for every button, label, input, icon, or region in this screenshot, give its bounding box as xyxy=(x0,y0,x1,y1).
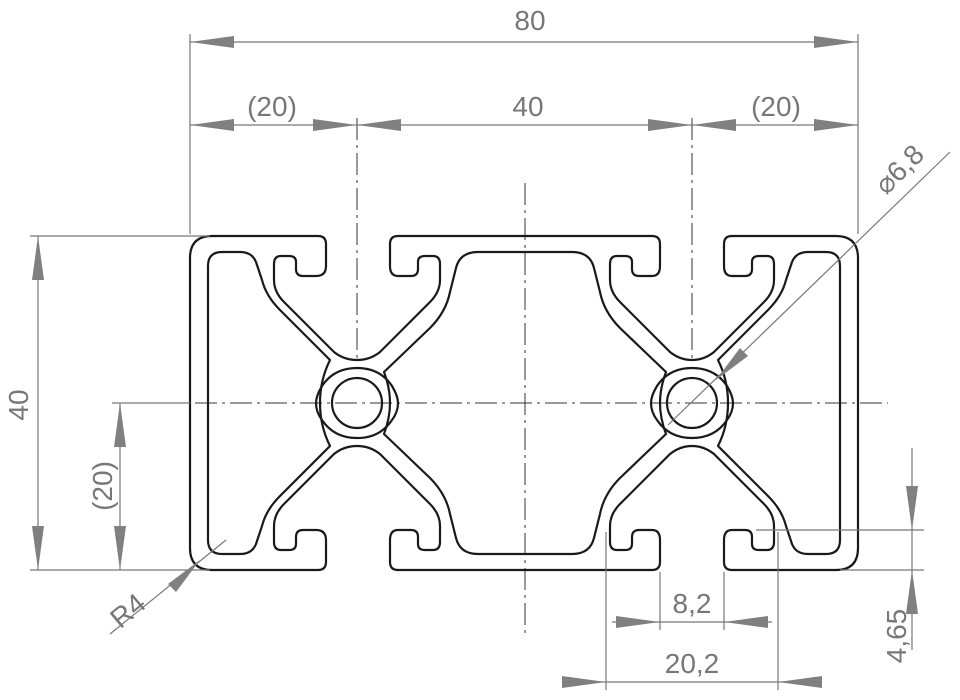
core-right xyxy=(649,366,735,440)
dim-text-center-span: 40 xyxy=(512,91,543,122)
dim-chain-top: (20) 40 (20) xyxy=(190,91,858,131)
dim-overall-width: 80 xyxy=(189,5,859,234)
bore-right xyxy=(665,376,719,430)
dim-text-overall-height: 40 xyxy=(3,389,34,420)
dim-text-half-height: (20) xyxy=(87,461,118,511)
dim-overall-height: 40 xyxy=(3,235,210,571)
dim-text-slot-width: 20,2 xyxy=(665,648,720,679)
dim-half-height: (20) xyxy=(87,402,190,570)
arrow-right xyxy=(814,36,858,48)
dim-corner-radius: R4 xyxy=(104,539,227,635)
dim-text-left-offset: (20) xyxy=(247,91,297,122)
bore-left xyxy=(330,376,384,430)
dim-slot-lip: 4,65 xyxy=(756,448,924,663)
profile-outline xyxy=(188,234,860,572)
dim-text-overall-width: 80 xyxy=(514,5,545,36)
center-lines xyxy=(160,118,888,635)
dim-bore-diameter: ⌀6,8 xyxy=(667,139,951,426)
dim-text-slot-lip: 4,65 xyxy=(881,609,912,664)
dim-text-corner-radius: R4 xyxy=(104,587,151,634)
core-left xyxy=(314,366,400,440)
dim-text-bore-diameter: ⌀6,8 xyxy=(869,139,930,200)
dim-slot-opening: 8,2 xyxy=(612,572,772,630)
dim-text-slot-opening: 8,2 xyxy=(673,588,712,619)
cavity-left xyxy=(206,250,332,556)
dim-slot-width: 20,2 xyxy=(562,532,822,690)
profile-outer-boundary xyxy=(188,234,860,572)
cavity-right xyxy=(716,250,842,556)
dim-text-right-offset: (20) xyxy=(751,91,801,122)
arrow-left xyxy=(190,36,234,48)
cavity-center xyxy=(382,250,668,556)
